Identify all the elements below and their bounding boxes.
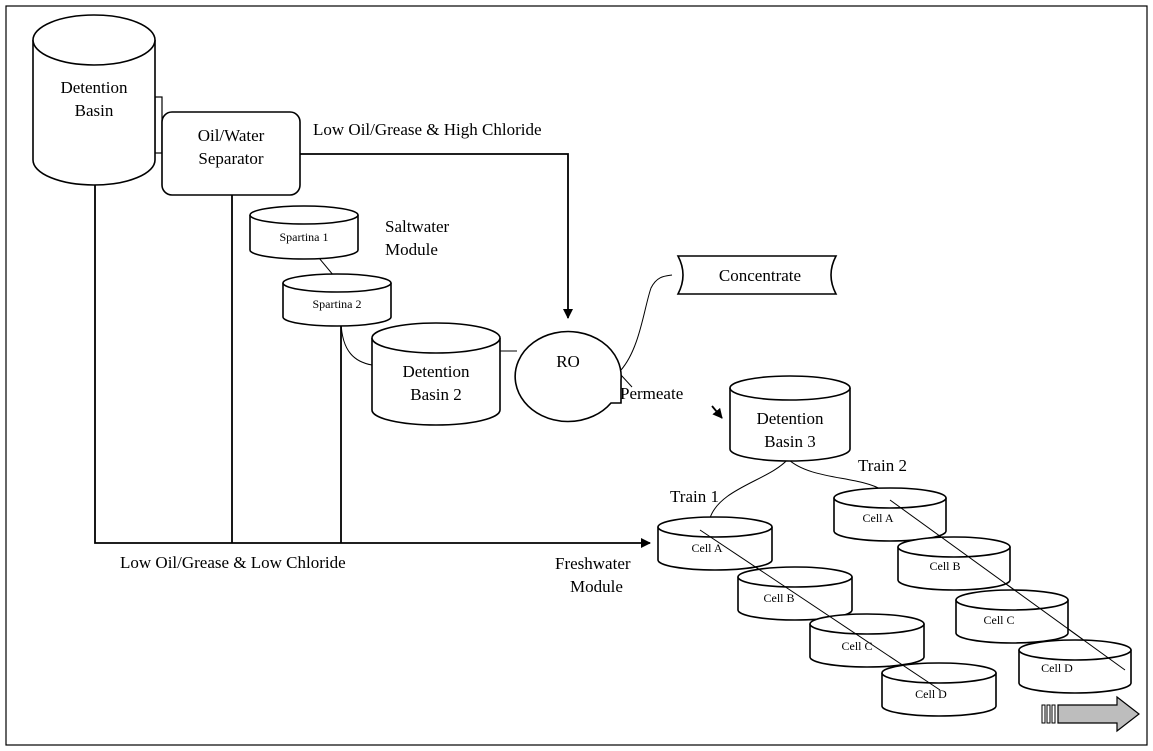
train1-cell-c-label: Cell C xyxy=(841,639,872,653)
spartina-2-label: Spartina 2 xyxy=(313,297,362,311)
basin3-to-train2-line xyxy=(787,458,883,491)
spartina-1-label: Spartina 1 xyxy=(280,230,329,244)
detention-basin-2-label-line1: Detention xyxy=(402,362,470,381)
detention-basin-2: Detention Basin 2 xyxy=(371,322,501,426)
basin3-to-train1-line xyxy=(709,458,789,519)
train2-cell-c: Cell C xyxy=(955,589,1069,644)
high-chloride-flow-line xyxy=(300,153,573,319)
detention-basin-1-label-line1: Detention xyxy=(60,78,128,97)
train2-cell-c-label: Cell C xyxy=(983,613,1014,627)
train1-cell-a: Cell A xyxy=(657,516,773,571)
detention-basin-2-label-line2: Basin 2 xyxy=(410,385,461,404)
permeate-label: Permeate xyxy=(620,384,683,403)
oil-water-separator: Oil/Water Separator xyxy=(161,111,301,196)
train1-cell-d-label: Cell D xyxy=(915,687,947,701)
low-chloride-label: Low Oil/Grease & Low Chloride xyxy=(120,553,346,572)
ro-to-concentrate-line xyxy=(620,274,673,371)
detention-basin-3: Detention Basin 3 xyxy=(729,375,851,462)
detention-basin-1-label-line2: Basin xyxy=(75,101,114,120)
saltwater-module-label-line1: Saltwater xyxy=(385,217,450,236)
train2-cell-d: Cell D xyxy=(1018,639,1132,694)
high-chloride-label: Low Oil/Grease & High Chloride xyxy=(313,120,542,139)
concentrate-label: Concentrate xyxy=(719,266,801,285)
train2-connector-overlay xyxy=(889,499,1126,671)
freshwater-module-label-line2: Module xyxy=(570,577,623,596)
concentrate-outlet: Concentrate xyxy=(676,255,838,295)
train2-cell-a-label: Cell A xyxy=(862,511,893,525)
train2-cell-b: Cell B xyxy=(897,536,1011,591)
freshwater-module-label-line1: Freshwater xyxy=(555,554,631,573)
detention-basin-3-label-line1: Detention xyxy=(756,409,824,428)
saltwater-module-label-line2: Module xyxy=(385,240,438,259)
spartina-2-cell: Spartina 2 xyxy=(282,273,392,327)
separator-label-line2: Separator xyxy=(198,149,263,168)
train1-cell-b-label: Cell B xyxy=(763,591,794,605)
diagram-frame xyxy=(5,5,1148,746)
ro-to-permeate-line xyxy=(620,374,633,388)
train-1-label: Train 1 xyxy=(670,487,719,506)
continuation-arrow xyxy=(1041,695,1140,733)
train1-connector-overlay xyxy=(699,529,941,691)
permeate-arrow xyxy=(711,405,723,419)
spartina-1-cell: Spartina 1 xyxy=(249,205,359,260)
spartina-to-basin2-line xyxy=(340,321,373,366)
train2-cell-a: Cell A xyxy=(833,487,947,542)
train1-cell-d: Cell D xyxy=(881,662,997,717)
detention-basin-1: Detention Basin xyxy=(32,14,163,186)
train1-cell-c: Cell C xyxy=(809,613,925,668)
train2-cell-d-label: Cell D xyxy=(1041,661,1073,675)
ro-unit: RO xyxy=(514,330,622,423)
train1-cell-a-label: Cell A xyxy=(691,541,722,555)
low-chloride-flow-line xyxy=(94,185,651,548)
train1-cell-b: Cell B xyxy=(737,566,853,621)
train-2-label: Train 2 xyxy=(858,456,907,475)
train2-cell-b-label: Cell B xyxy=(929,559,960,573)
detention-basin-3-label-line2: Basin 3 xyxy=(764,432,815,451)
ro-label: RO xyxy=(556,352,580,371)
separator-label-line1: Oil/Water xyxy=(198,126,265,145)
